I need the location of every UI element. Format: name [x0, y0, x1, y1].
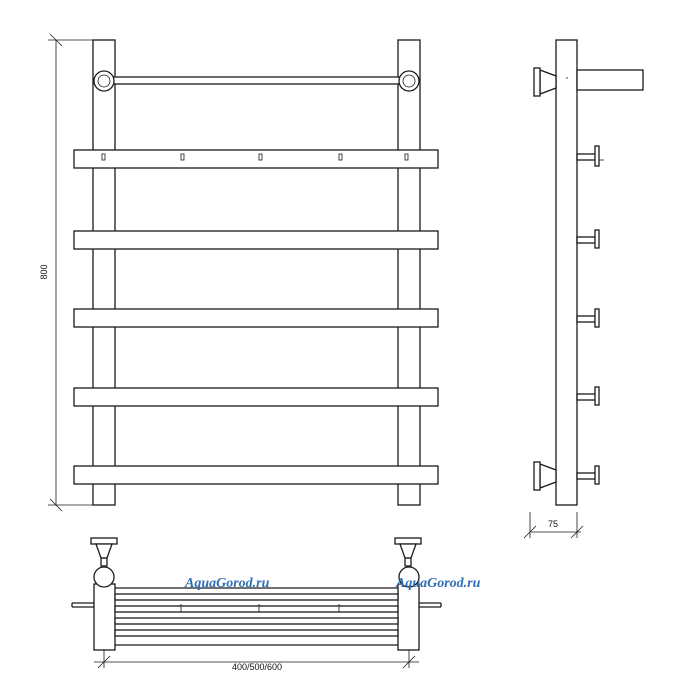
- top-view-bar-1: [114, 593, 399, 601]
- hook-marker: [338, 153, 343, 161]
- width-dimension-label: 400/500/600: [232, 662, 282, 672]
- horizontal-bar-1: [73, 149, 439, 169]
- side-peg: [576, 315, 598, 323]
- hook-marker: [101, 153, 106, 161]
- watermark-right: AquaGorod.ru: [395, 576, 481, 591]
- horizontal-bar-3: [73, 308, 439, 328]
- top-view-bar-2: [114, 605, 399, 613]
- bottom-wall-mount: [533, 461, 557, 491]
- hook-markers: [101, 153, 409, 161]
- top-wall-mount: [533, 67, 557, 97]
- right-post: [397, 39, 421, 506]
- height-dimension-label: 800: [39, 264, 49, 279]
- side-view: 75: [523, 39, 644, 539]
- top-view-left-round: [93, 566, 115, 588]
- depth-dimension-label: 75: [548, 519, 558, 529]
- top-view-bar-3: [114, 617, 399, 625]
- side-peg: [576, 153, 598, 161]
- top-view-right-mount: [394, 537, 422, 567]
- top-view-left-post: [93, 583, 116, 651]
- horizontal-bar-5: [73, 465, 439, 485]
- side-top-arm: [576, 69, 644, 91]
- top-round-rail: [104, 76, 409, 85]
- width-dimension: 400/500/600: [94, 650, 419, 672]
- watermark-left: AquaGorod.ru: [184, 576, 270, 591]
- side-peg: [576, 472, 598, 480]
- left-post: [92, 39, 116, 506]
- top-rail-left-mount: [93, 70, 115, 92]
- side-peg: [576, 393, 598, 401]
- hook-marker: [404, 153, 409, 161]
- top-view: 400/500/600: [71, 537, 442, 672]
- front-view: 800: [39, 33, 439, 512]
- top-view-right-round: [398, 566, 420, 588]
- hook-marker: [180, 153, 185, 161]
- depth-dimension: 75: [523, 512, 584, 539]
- top-rail-right-mount: [398, 70, 420, 92]
- top-view-left-mount: [90, 537, 118, 567]
- top-view-bar-4: [114, 629, 399, 637]
- horizontal-bar-4: [73, 387, 439, 407]
- height-dimension: 800: [39, 33, 93, 512]
- side-peg: [576, 236, 598, 244]
- side-pegs: [576, 145, 604, 485]
- top-view-right-post: [397, 583, 420, 651]
- horizontal-bar-2: [73, 230, 439, 250]
- side-post: [555, 39, 578, 506]
- hook-marker: [258, 153, 263, 161]
